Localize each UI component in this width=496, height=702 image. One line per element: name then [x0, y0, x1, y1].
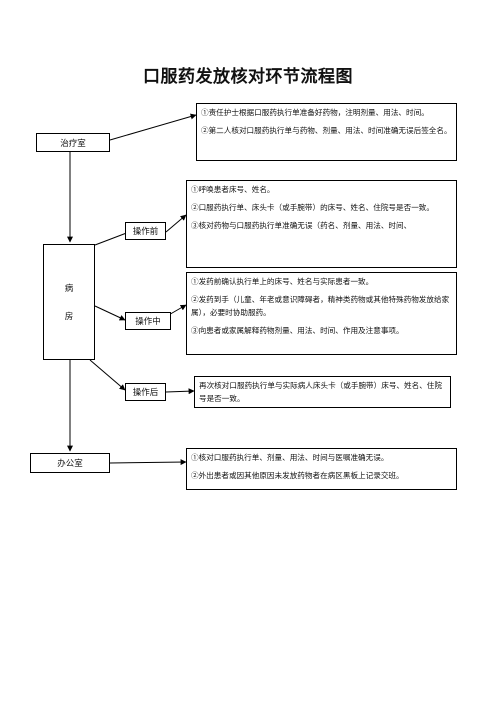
node-during-op-label: 操作中: [135, 317, 161, 327]
box-before-steps: ①呼唤患者床号、姓名。 ②口服药执行单、床头卡（或手腕带）的床号、姓名、住院号是…: [186, 180, 457, 268]
before-step-1: ①呼唤患者床号、姓名。: [191, 185, 275, 194]
box-office-steps: ①核对口服药执行单、剂量、用法、时间与医嘱准确无误。 ②外出患者或因其他原因未发…: [186, 448, 457, 490]
arrow-ward-to-during: [94, 305, 126, 321]
box-treatment-steps: ①责任护士根据口服药执行单准备好药物，注明剂量、用法、时间。 ②第二人核对口服药…: [196, 103, 457, 161]
arrow-after-to-box: [165, 388, 195, 395]
node-after-op-label: 操作后: [132, 388, 159, 398]
arrow-ward-to-after: [89, 359, 126, 391]
after-step-1: 再次核对口服药执行单与实际病人床头卡（或手腕带）床号、姓名、住院号是否一致。: [199, 381, 442, 403]
arrow-treatment-to-box: [109, 113, 197, 141]
treatment-step-1: ①责任护士根据口服药执行单准备好药物，注明剂量、用法、时间。: [201, 108, 429, 117]
box-during-steps: ①发药前确认执行单上的床号、姓名与实际患者一致。 ②发药到手（儿童、年老或意识障…: [186, 272, 457, 355]
before-step-2: ②口服药执行单、床头卡（或手腕带）的床号、姓名、住院号是否一致。: [191, 203, 434, 212]
node-office-label: 办公室: [57, 459, 83, 469]
before-step-3: ③核对药物与口服药执行单准确无误（药名、剂量、用法、时间、: [191, 221, 412, 230]
node-after-op: 操作后: [125, 383, 166, 401]
node-treatment-room-label: 治疗室: [60, 138, 86, 149]
node-treatment-room: 治疗室: [36, 133, 110, 152]
node-during-op: 操作中: [125, 312, 171, 330]
node-ward-char-2: 房: [64, 312, 74, 322]
during-step-1: ①发药前确认执行单上的床号、姓名与实际患者一致。: [191, 277, 374, 286]
treatment-step-2: ②第二人核对口服药执行单与药物、剂量、用法、时间准确无误后签全名。: [201, 126, 452, 135]
arrow-office-to-box: [109, 459, 187, 466]
arrow-before-to-box: [165, 214, 187, 233]
during-step-2: ②发药到手（儿童、年老或意识障碍者，精神类药物或其他特殊药物发放给家属），必要时…: [191, 295, 450, 317]
office-step-2: ②外出患者或因其他原因未发放药物者在病区黑板上记录交班。: [191, 471, 404, 480]
box-after-steps: 再次核对口服药执行单与实际病人床头卡（或手腕带）床号、姓名、住院号是否一致。: [194, 376, 451, 408]
page-title: 口服药发放核对环节流程图: [143, 67, 353, 87]
during-step-3: ③向患者或家属解释药物剂量、用法、时间、作用及注意事项。: [191, 326, 404, 335]
node-before-op-label: 操作前: [132, 227, 159, 237]
node-ward: 病 房: [43, 244, 95, 360]
node-ward-char-1: 病: [64, 284, 74, 294]
node-before-op: 操作前: [125, 222, 166, 240]
node-office: 办公室: [30, 453, 110, 473]
office-step-1: ①核对口服药执行单、剂量、用法、时间与医嘱准确无误。: [191, 453, 389, 462]
